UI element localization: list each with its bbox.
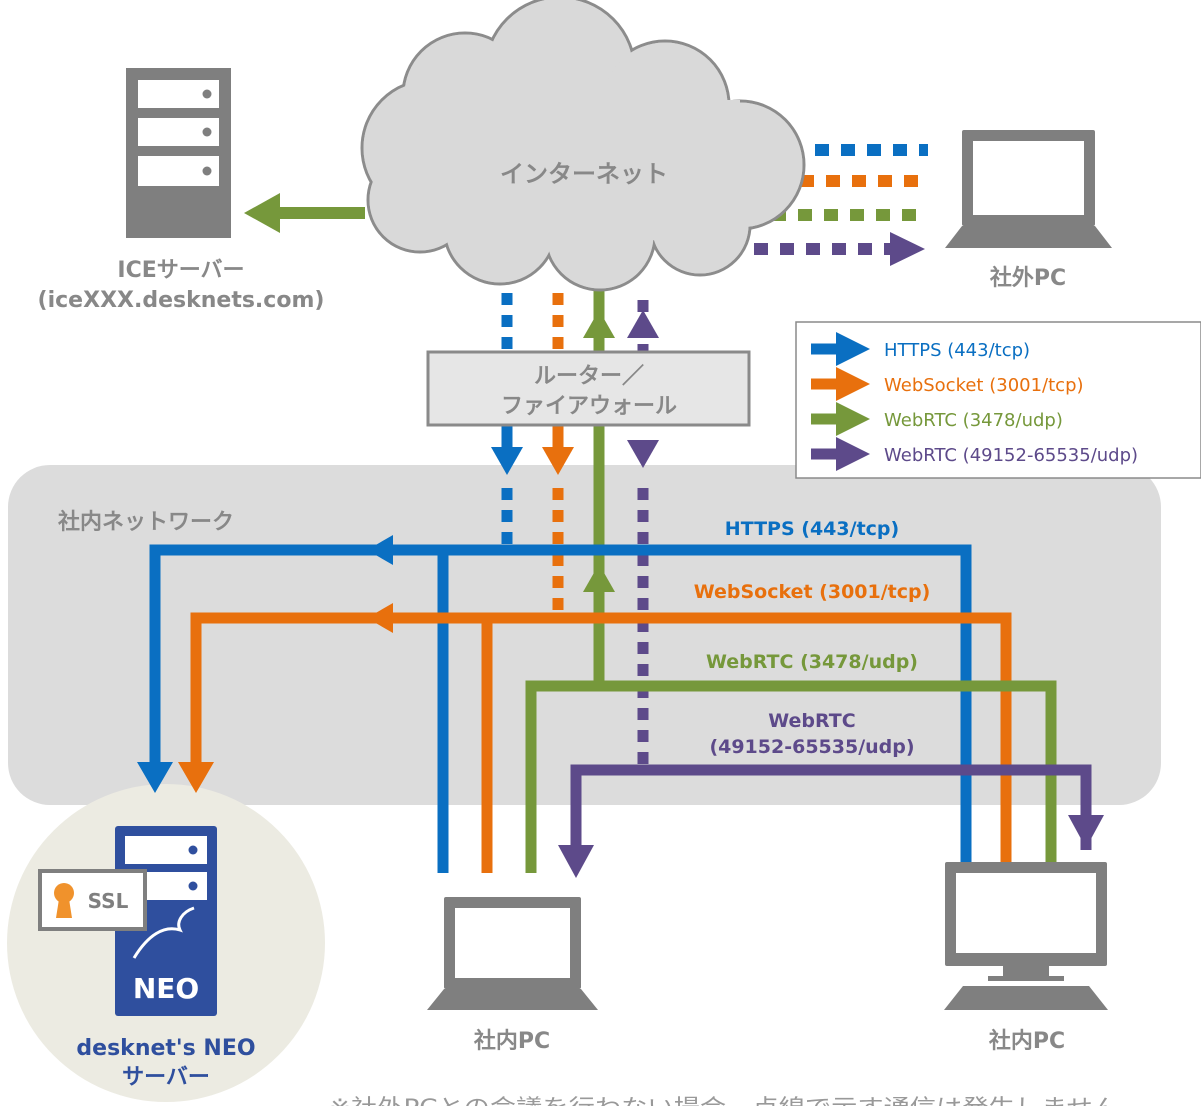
internal-pc-left-label: 社内PC <box>474 1028 550 1054</box>
router-firewall-box <box>426 350 751 427</box>
flow-label-webrtc-high-line1: WebRTC <box>768 710 855 732</box>
external-pc-label: 社外PC <box>990 265 1066 291</box>
arrow-to-external-pc <box>890 232 925 266</box>
ice-server-host: (iceXXX.desknets.com) <box>38 288 325 313</box>
legend-item-webrtc-high: WebRTC (49152-65535/udp) <box>811 437 1138 471</box>
ice-server-icon <box>126 68 231 238</box>
arrow-to-ice-server <box>244 193 280 233</box>
flow-label-websocket: WebSocket (3001/tcp) <box>694 581 931 603</box>
neo-logo-swoosh-icon <box>132 906 195 959</box>
legend-item-webrtc-3478: WebRTC (3478/udp) <box>811 402 1063 436</box>
internal-pc-right-desktop-icon <box>944 862 1108 1010</box>
internet-label: インターネット <box>500 160 668 188</box>
legend-label: HTTPS (443/tcp) <box>884 340 1030 361</box>
legend-label: WebSocket (3001/tcp) <box>884 375 1084 396</box>
ice-server-name: ICEサーバー <box>117 258 244 283</box>
neo-server-caption-line2: サーバー <box>122 1065 210 1090</box>
router-label-line2: ファイアウォール <box>501 394 677 419</box>
legend-item-websocket: WebSocket (3001/tcp) <box>811 367 1084 401</box>
external-dotted-links <box>728 144 928 266</box>
external-pc-laptop-icon <box>945 130 1112 248</box>
flow-label-webrtc-3478: WebRTC (3478/udp) <box>706 651 918 673</box>
intranet-label: 社内ネットワーク <box>58 509 234 535</box>
neo-server-caption-line1: desknet's NEO <box>76 1036 255 1061</box>
legend: HTTPS (443/tcp) WebSocket (3001/tcp) Web… <box>795 321 1201 479</box>
internet-cloud <box>360 0 806 292</box>
neo-server-icon: NEO <box>115 826 217 1016</box>
ssl-badge-label: SSL <box>88 889 129 913</box>
legend-label: WebRTC (3478/udp) <box>884 410 1063 431</box>
flow-label-https: HTTPS (443/tcp) <box>725 518 899 540</box>
router-links <box>491 262 659 768</box>
key-icon <box>54 883 74 903</box>
footnote: ※社外PCとの会議を行わない場合、点線で示す通信は発生しません <box>329 1096 1119 1106</box>
neo-logo-text: NEO <box>133 972 199 1005</box>
ssl-badge: SSL <box>38 869 147 931</box>
router-label-line1: ルーター／ <box>534 364 644 389</box>
intranet-links <box>137 535 1104 878</box>
internal-pc-left-laptop-icon <box>427 897 598 1010</box>
flow-label-webrtc-high-line2: (49152-65535/udp) <box>709 736 914 758</box>
legend-label: WebRTC (49152-65535/udp) <box>884 445 1138 466</box>
internal-pc-right-label: 社内PC <box>989 1028 1065 1054</box>
legend-item-https: HTTPS (443/tcp) <box>811 332 1030 366</box>
